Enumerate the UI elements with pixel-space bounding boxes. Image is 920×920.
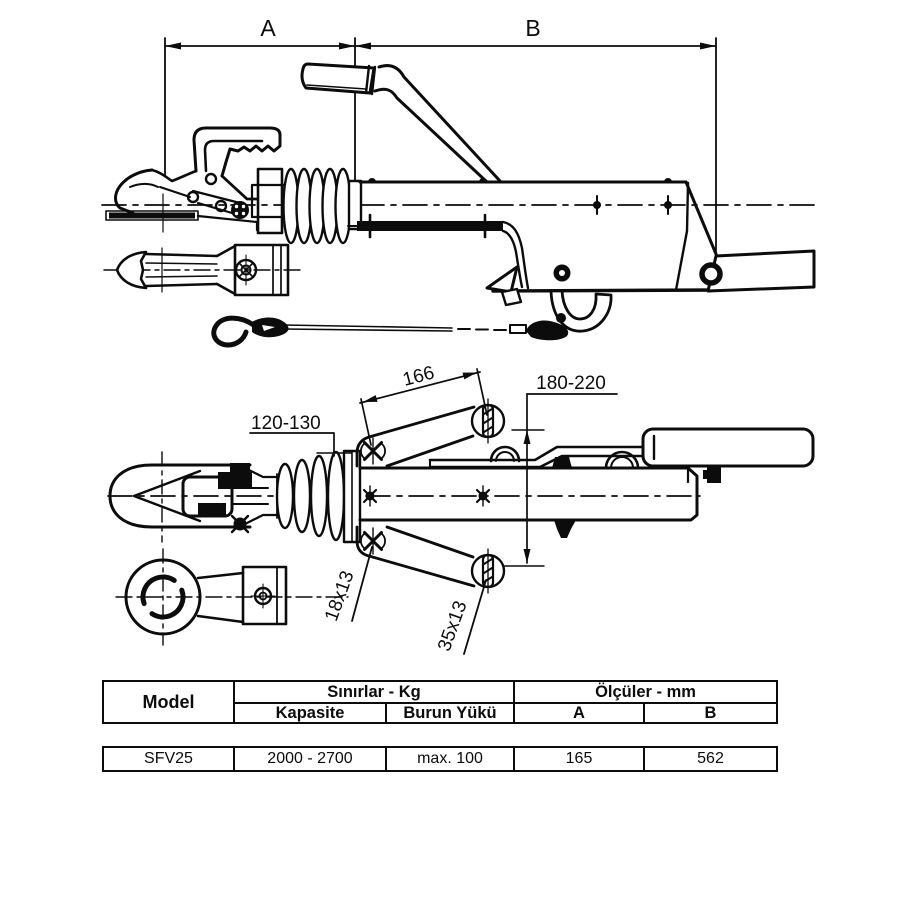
drawbar-tube <box>699 249 816 293</box>
coupling-drawing: A B <box>101 15 819 655</box>
spec-table-row: SFV25 2000 - 2700 max. 100 165 562 <box>102 746 778 772</box>
arrowhead <box>165 42 181 50</box>
header-limits-group: Sınırlar - Kg <box>235 682 515 704</box>
coupling-head-top <box>108 451 279 543</box>
carabiner-hook <box>211 315 258 348</box>
front-slot-bolt <box>360 527 386 555</box>
pivot-bushing <box>699 262 723 286</box>
centerline-bolt <box>362 485 491 507</box>
housing-body <box>347 178 721 293</box>
cell-capacity: 2000 - 2700 <box>235 748 387 770</box>
front-slot-bolt <box>360 437 386 465</box>
drawbar-tube-top <box>358 466 699 538</box>
dim-120-130-label: 120-130 <box>251 413 321 434</box>
rubber-bellows <box>282 167 363 245</box>
rear-slot-hole <box>481 548 495 594</box>
header-model: Model <box>104 682 235 722</box>
header-dimensions-group: Ölçüler - mm <box>515 682 776 704</box>
lever-grip-top <box>641 427 815 468</box>
dim-180-220-label: 180-220 <box>536 373 606 394</box>
handbrake-lever <box>300 62 502 184</box>
header-capacity: Kapasite <box>235 704 387 722</box>
callout-18x13: 18x13 <box>321 546 373 624</box>
side-view-drawing <box>101 62 819 348</box>
coupling-head <box>105 126 282 232</box>
arrowhead <box>339 42 355 50</box>
towing-eye-top <box>115 548 349 646</box>
lock-lever <box>192 126 282 178</box>
callout-35x13: 35x13 <box>434 579 487 655</box>
header-dim-b: B <box>704 703 717 722</box>
centerline-bolt <box>593 195 672 215</box>
dim-b-label: B <box>525 15 540 41</box>
dimension-120-130: 120-130 <box>249 413 352 457</box>
cell-model: SFV25 <box>104 748 235 770</box>
dimension-180-220: 180-220 <box>503 373 618 567</box>
brake-rod <box>357 221 503 231</box>
spec-table-header: Model Sınırlar - Kg Ölçüler - mm Kapasit… <box>102 680 778 724</box>
towing-eye-side <box>103 243 301 297</box>
top-view-drawing: 166 180-220 120-130 18x13 35x13 <box>107 363 815 655</box>
handbrake-lever-top <box>428 427 815 483</box>
dim-a-label: A <box>260 15 276 41</box>
cable-clasp <box>526 320 569 341</box>
mounting-plate <box>355 398 506 594</box>
bellows-top <box>275 449 362 544</box>
arrowhead <box>355 42 371 50</box>
adjuster-knob <box>231 201 249 219</box>
arrowhead <box>700 42 716 50</box>
brake-linkage <box>485 264 613 333</box>
breakaway-cable <box>211 313 569 348</box>
cell-nose-load: max. 100 <box>387 748 515 770</box>
header-nose-load: Burun Yükü <box>387 704 515 722</box>
dimension-166: 166 <box>359 363 488 446</box>
dimension-a-b: A B <box>164 15 717 253</box>
header-dim-a: A <box>515 704 645 722</box>
dim-166-label: 166 <box>401 363 437 391</box>
cell-dim-a: 165 <box>515 748 645 770</box>
rear-slot-hole <box>481 398 495 444</box>
cell-dim-b: 562 <box>697 750 724 767</box>
